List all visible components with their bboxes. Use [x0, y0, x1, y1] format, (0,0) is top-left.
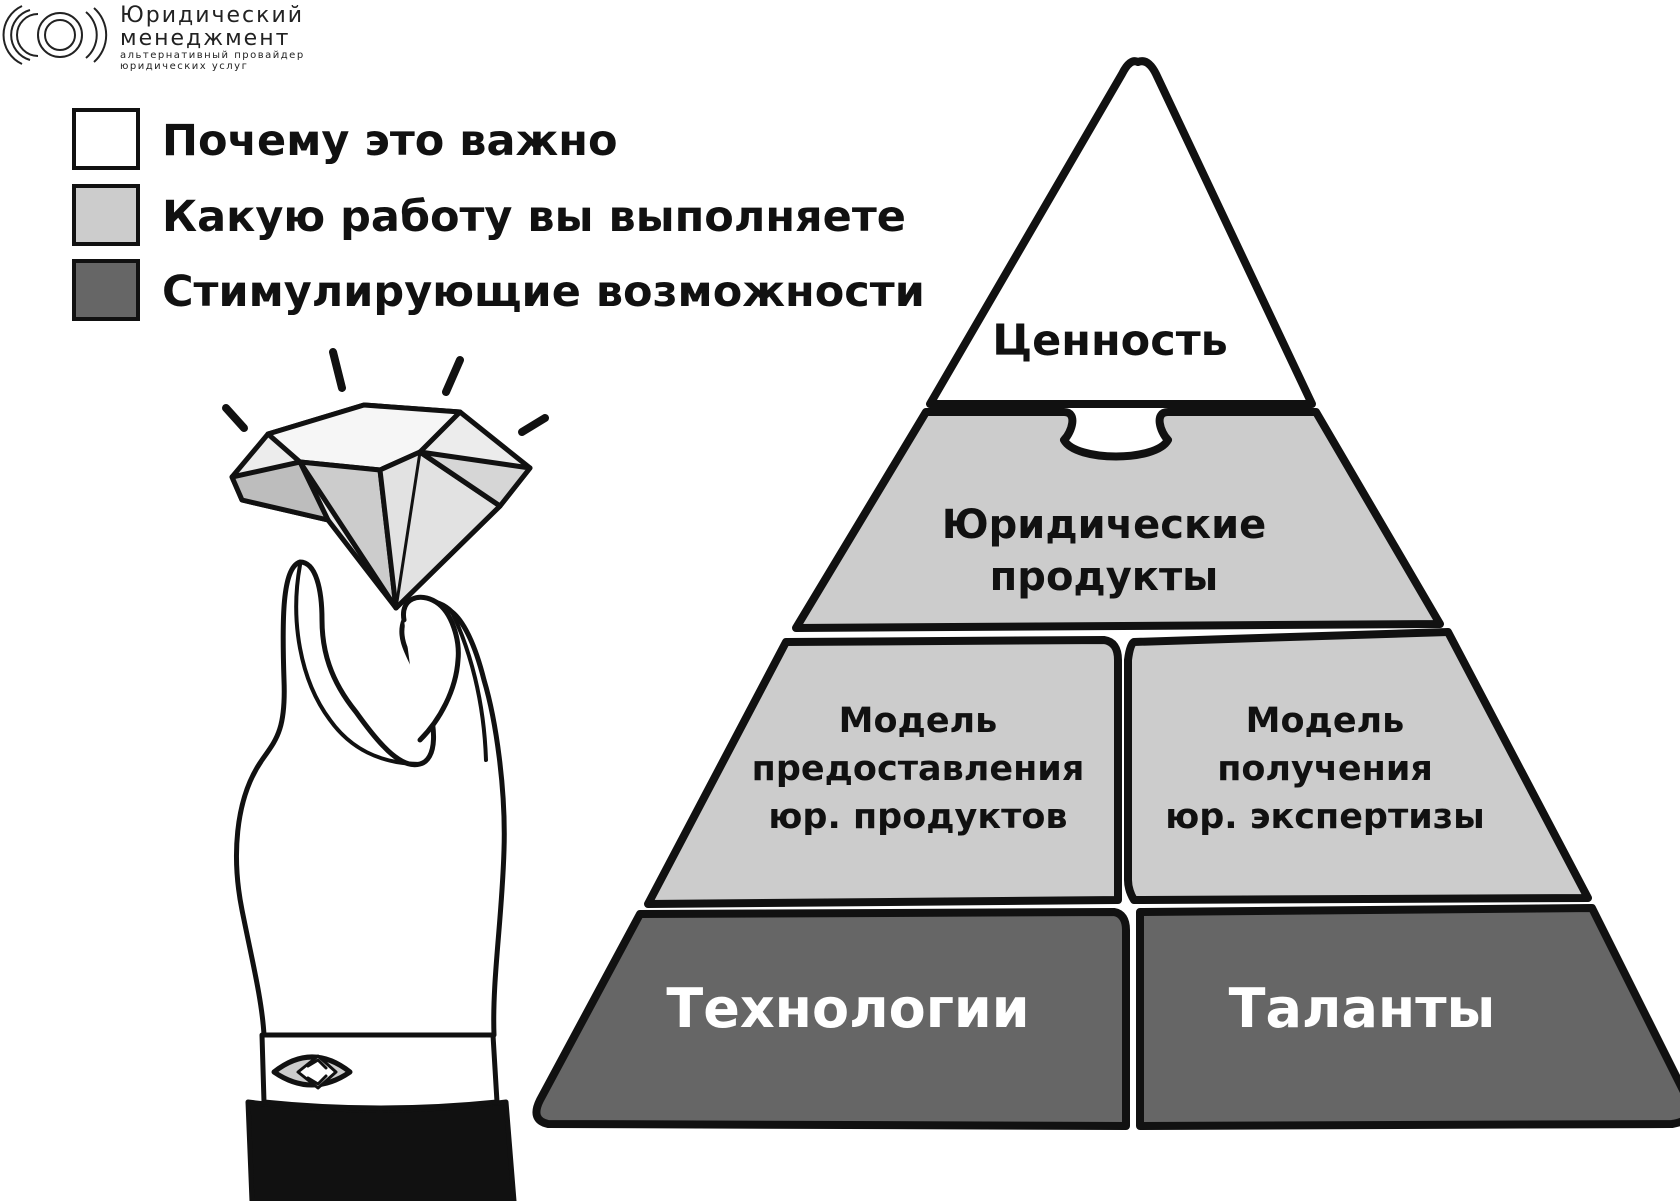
index-finger-icon	[401, 595, 461, 743]
logo: Юридический менеджмент альтернативный пр…	[2, 3, 305, 72]
label-expertise-line1: Модель	[1246, 701, 1405, 741]
label-expertise-line2: получения	[1217, 749, 1433, 789]
label-delivery-line2: предоставления	[752, 749, 1085, 789]
legend-label: Стимулирующие возможности	[162, 267, 925, 317]
legend-swatch-light-gray	[72, 184, 140, 246]
pyramid-tier-products	[792, 408, 1444, 632]
logo-tagline-line2: юридических услуг	[120, 61, 248, 72]
pyramid-labels: Ценность Юридические продукты Модель пре…	[666, 316, 1495, 1040]
finger-line-icon	[450, 610, 488, 762]
logo-title-line2: менеджмент	[120, 26, 290, 51]
hand-icon	[234, 559, 507, 1038]
label-technology: Технологии	[666, 977, 1029, 1040]
label-products-line2: продукты	[990, 554, 1219, 600]
legend-label: Почему это важно	[162, 116, 618, 166]
legend-swatch-white	[72, 108, 140, 170]
legend-swatch-dark-gray	[72, 259, 140, 321]
label-delivery-line1: Модель	[839, 701, 998, 741]
legend-item-work: Какую работу вы выполняете	[72, 184, 906, 246]
pyramid	[532, 57, 1680, 1130]
label-expertise-line3: юр. экспертизы	[1165, 797, 1485, 837]
cufflink-icon	[271, 1054, 353, 1090]
label-talents: Таланты	[1229, 977, 1496, 1040]
logo-tagline-line1: альтернативный провайдер	[120, 50, 305, 61]
pyramid-tier-value	[926, 57, 1316, 408]
pyramid-tier-technology	[532, 908, 1130, 1130]
pyramid-tier-delivery-model	[644, 636, 1122, 908]
legend-label: Какую работу вы выполняете	[162, 192, 906, 242]
hand-holding-diamond-illustration	[222, 348, 549, 1201]
diamond-icon	[229, 402, 533, 611]
logo-title-line1: Юридический	[120, 3, 304, 28]
sleeve-icon	[245, 1099, 517, 1201]
shirt-cuff-icon	[259, 1032, 500, 1111]
legend-item-enablers: Стимулирующие возможности	[72, 259, 925, 321]
pyramid-tier-talents	[1136, 904, 1680, 1130]
label-value: Ценность	[992, 316, 1228, 366]
label-products-line1: Юридические	[942, 502, 1267, 548]
thumb-crease-icon	[294, 563, 422, 766]
pyramid-tier-expertise-model	[1124, 628, 1592, 904]
sparkle-icon	[222, 348, 549, 436]
legend: Почему это важно Какую работу вы выполня…	[72, 108, 925, 321]
logo-icon	[2, 5, 108, 65]
label-delivery-line3: юр. продуктов	[768, 797, 1067, 837]
legend-item-why: Почему это важно	[72, 108, 618, 170]
